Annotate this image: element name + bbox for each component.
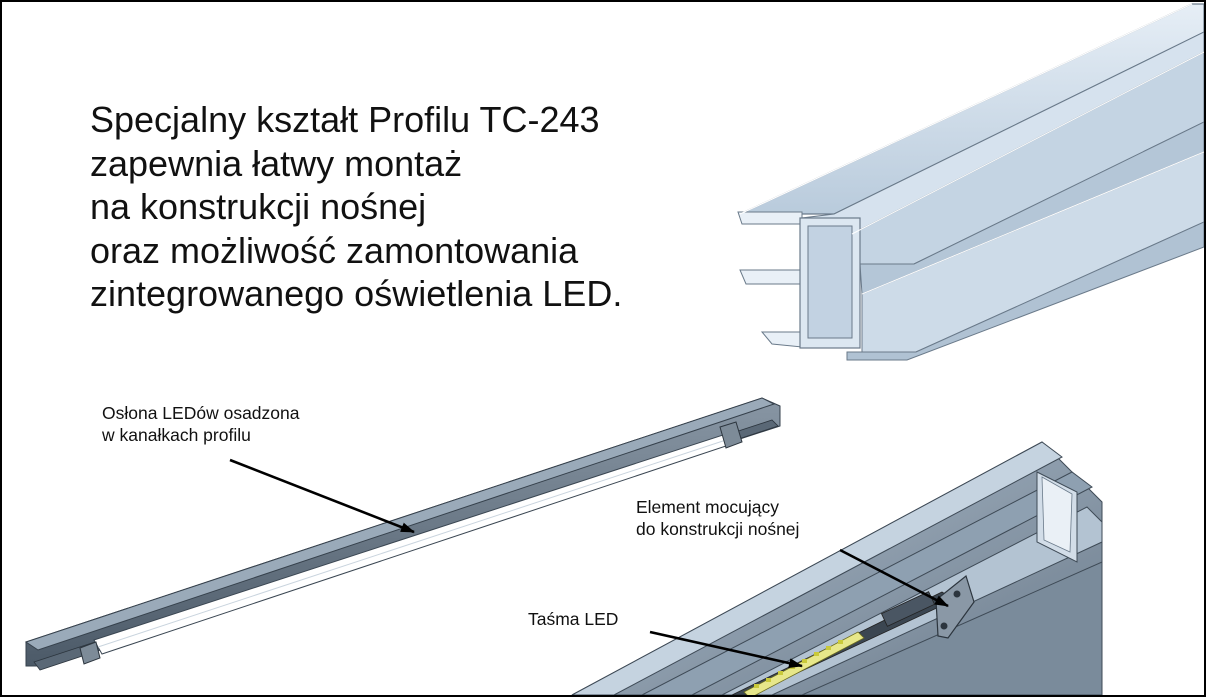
headline: Specjalny kształt Profilu TC-243 zapewni…: [90, 98, 622, 316]
headline-line: zapewnia łatwy montaż: [90, 142, 463, 184]
bracket-callout: Element mocujący do konstrukcji nośnej: [636, 496, 799, 540]
bracket-arrow: [839, 548, 949, 608]
strip-arrow: [649, 630, 803, 669]
headline-line: oraz możliwość zamontowania: [90, 229, 579, 271]
strip-callout: Taśma LED: [528, 608, 618, 630]
profile-led-closeup: [571, 441, 1103, 695]
headline-line: na konstrukcji nośnej: [90, 186, 427, 227]
callout-line: w kanałkach profilu: [102, 425, 251, 445]
profile-closeup: [737, 3, 1204, 361]
cover-callout: Osłona LEDów osadzona w kanałkach profil…: [102, 402, 299, 446]
headline-line: Specjalny kształt Profilu TC-243: [90, 99, 600, 140]
cover-arrow: [229, 458, 415, 534]
callout-line: Taśma LED: [528, 609, 619, 629]
callout-line: Osłona LEDów osadzona: [102, 403, 300, 423]
callout-line: do konstrukcji nośnej: [636, 519, 800, 539]
callout-line: Element mocujący: [636, 497, 779, 517]
headline-line: zintegrowanego oświetlenia LED.: [90, 273, 623, 314]
